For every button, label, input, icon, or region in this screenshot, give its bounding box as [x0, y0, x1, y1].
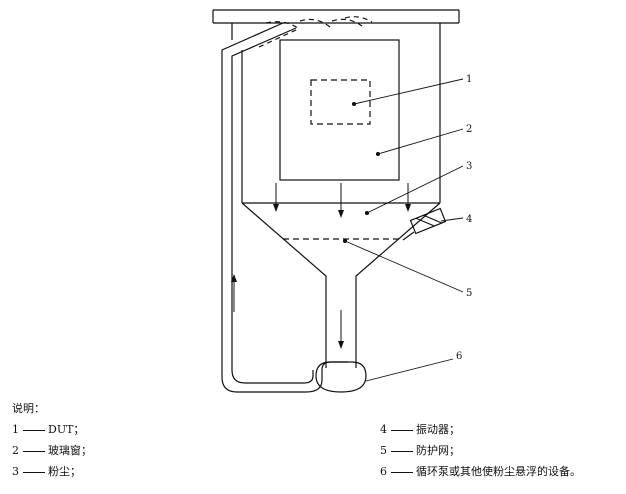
funnel-bottom	[315, 361, 367, 393]
legend-title: 说明：	[12, 402, 45, 415]
glass-window	[279, 39, 400, 181]
callout-6: 6	[456, 351, 462, 362]
dut	[310, 79, 371, 125]
callout-4: 4	[466, 214, 472, 225]
funnel	[241, 202, 441, 368]
callout-2: 2	[466, 124, 472, 135]
callout-3: 3	[466, 161, 472, 172]
dust-flow-lid	[258, 16, 373, 48]
return-pipe	[221, 22, 348, 393]
vibrator-shaft	[402, 231, 415, 241]
callout-1: 1	[466, 74, 472, 85]
vibrator	[409, 207, 447, 235]
callout-5: 5	[466, 288, 472, 299]
dust-chamber-diagram: 1 2 3 4 5 6	[212, 9, 472, 393]
